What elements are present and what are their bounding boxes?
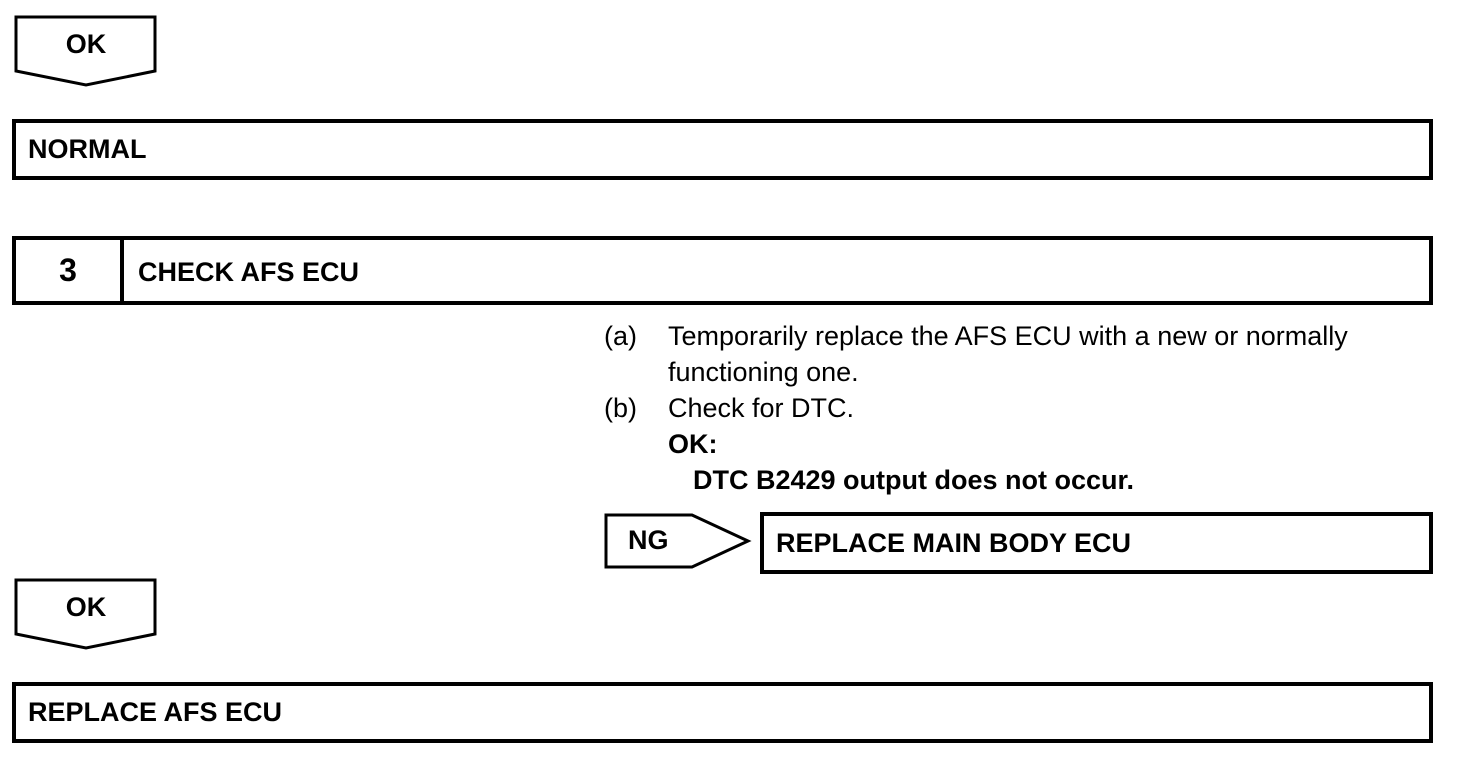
instruction-b-marker: (b) (604, 393, 637, 423)
step-title: CHECK AFS ECU (138, 257, 360, 287)
ok-criteria-label: OK: (668, 429, 718, 459)
instruction-a-marker: (a) (604, 321, 637, 351)
ok-down-arrow-1: OK (14, 15, 158, 87)
instruction-a-line2: functioning one. (668, 357, 859, 387)
step-3-box: 3 CHECK AFS ECU (12, 236, 1433, 305)
ng-right-arrow: NG (604, 513, 752, 570)
step-number: 3 (16, 240, 124, 301)
ok-down-arrow-2: OK (14, 578, 158, 650)
ok-label: OK (65, 29, 107, 59)
down-arrow-icon (14, 15, 157, 87)
normal-result-text: NORMAL (28, 134, 147, 164)
instruction-b-line1: Check for DTC. (668, 393, 855, 423)
instruction-a-line1: Temporarily replace the AFS ECU with a n… (668, 321, 1348, 351)
ng-result-box: REPLACE MAIN BODY ECU (760, 512, 1433, 574)
ng-result-text: REPLACE MAIN BODY ECU (776, 528, 1132, 558)
ok-criteria-condition: DTC B2429 output does not occur. (693, 465, 1135, 495)
ok-result-box: REPLACE AFS ECU (12, 682, 1433, 743)
normal-result-box: NORMAL (12, 119, 1433, 180)
ng-label: NG (628, 525, 669, 555)
right-arrow-icon (604, 513, 752, 569)
ok-result-text: REPLACE AFS ECU (28, 697, 283, 727)
down-arrow-icon (14, 578, 157, 650)
ok-label: OK (65, 592, 107, 622)
